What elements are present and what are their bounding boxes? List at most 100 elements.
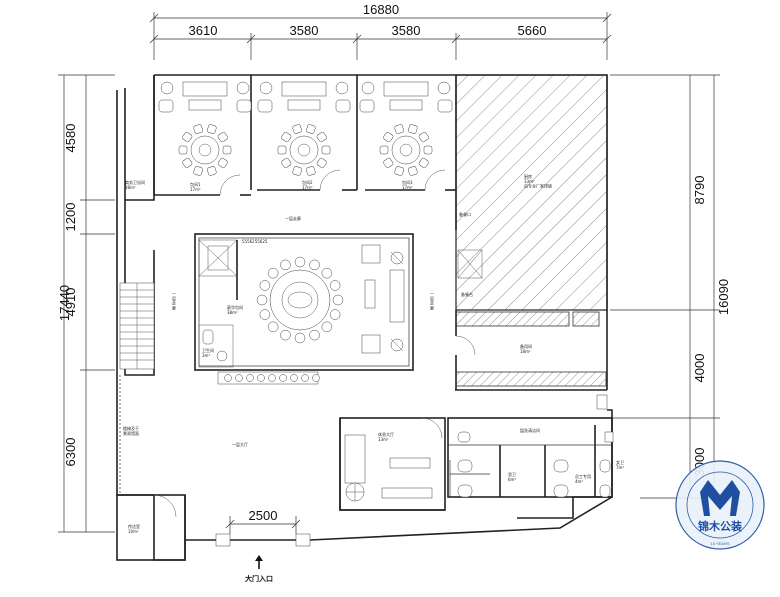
banquet-chair (309, 259, 320, 271)
staircase (119, 282, 155, 370)
lamp (259, 81, 273, 95)
bar-stool (235, 374, 243, 382)
logo-brand-text: 锦木公装 (698, 519, 742, 533)
round-table (190, 135, 220, 165)
coffee-table (188, 99, 222, 111)
chair (321, 145, 331, 155)
sofa (182, 81, 228, 97)
chair (418, 157, 429, 168)
bar-stool (246, 374, 254, 382)
lamp (335, 81, 349, 95)
round-table (391, 135, 421, 165)
armchair (437, 99, 453, 113)
chair (178, 145, 188, 155)
logo-years-text: 15 YEARS (710, 541, 729, 546)
corridor-left-label: 一层走廊 (172, 291, 176, 310)
chair (222, 145, 232, 155)
kitchen-area (455, 74, 608, 311)
vip-room-2-set (257, 81, 351, 176)
bar-stool (312, 374, 320, 382)
chair (193, 124, 203, 134)
banquet-chair (280, 259, 291, 271)
dim-top-seg-4: 5660 (518, 23, 547, 38)
waiting-room (339, 417, 446, 511)
chair (316, 132, 327, 143)
chair (316, 157, 327, 168)
dim-left-seg-3: 4910 (63, 288, 78, 317)
reception-room (116, 494, 186, 561)
bar-stool (257, 374, 265, 382)
dish-window-label: 备餐口 (459, 211, 471, 217)
chair (408, 166, 418, 176)
storage-room (455, 310, 608, 410)
chair (277, 145, 287, 155)
chair (408, 124, 418, 134)
right-dimension-chain: 8790 16090 4000 3000 (610, 74, 731, 499)
service-label: 备餐台 (461, 291, 473, 297)
chair (418, 132, 429, 143)
vip-room-3-set (359, 81, 453, 176)
restroom-block (447, 417, 614, 498)
corridor-right-label: 一层走廊 (430, 291, 434, 310)
banquet-chair (332, 294, 344, 306)
lamp (160, 81, 174, 95)
dim-right-total: 16090 (716, 279, 731, 315)
banquet-chair (280, 329, 291, 341)
chair (423, 145, 433, 155)
chair (292, 124, 302, 134)
banquet-chair (329, 309, 341, 320)
round-table (289, 135, 319, 165)
dim-right-seg-1: 8790 (692, 176, 707, 205)
bar-stool (279, 374, 287, 382)
lazy-susan (198, 143, 212, 157)
banquet-round-table (269, 269, 331, 331)
armchair (158, 99, 174, 113)
banquet-chair (321, 267, 333, 279)
banquet-chair (256, 294, 268, 306)
dim-top-seg-1: 3610 (189, 23, 218, 38)
kitchen-stove (457, 249, 483, 279)
chair (193, 166, 203, 176)
dim-top-seg-3: 3580 (392, 23, 421, 38)
banquet-chair (294, 332, 306, 344)
banquet-chair (321, 321, 333, 333)
lazy-susan (297, 143, 311, 157)
banquet-chair (309, 329, 320, 341)
banquet-chair (267, 321, 279, 333)
armchair (257, 99, 273, 113)
vip-room-1-set (158, 81, 252, 176)
banquet-chair (329, 280, 341, 291)
lamp (437, 81, 451, 95)
chair (383, 132, 394, 143)
entrance-label: 大门入口 (245, 574, 273, 583)
sofa (281, 81, 327, 97)
banquet-chair (294, 256, 306, 268)
dim-left-seg-4: 6300 (63, 438, 78, 467)
chair (379, 145, 389, 155)
dim-right-seg-2: 4000 (692, 354, 707, 383)
entrance-arrow-icon (255, 555, 263, 561)
lazy-susan (399, 143, 413, 157)
stair-label: 楼梯及干景观墙面 (123, 425, 139, 436)
chair (281, 132, 292, 143)
chair (394, 124, 404, 134)
jinmu-m-icon (700, 480, 740, 516)
banquet-phone-label: 5556255625 (242, 239, 268, 244)
chair (217, 132, 228, 143)
laundry-label: 盥洗清洁间 (520, 427, 540, 433)
dim-left-seg-2: 1200 (63, 203, 78, 232)
banquet-chair (259, 280, 271, 291)
dim-top-total: 16880 (363, 2, 399, 17)
bar-stool (301, 374, 309, 382)
bar-stool (224, 374, 232, 382)
entrance: 2500 大门入口 (215, 508, 311, 583)
lamp (236, 81, 250, 95)
lounge-furniture (361, 244, 405, 354)
